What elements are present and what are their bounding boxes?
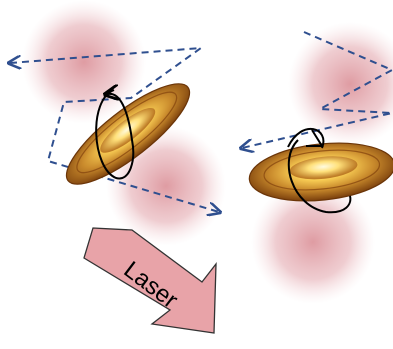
right-disc-center: [289, 156, 358, 180]
right-spinning-disc: [248, 142, 393, 202]
right-rotation-arrow: [287, 128, 352, 214]
left-rotation-arrow: [95, 90, 135, 180]
right-dashed-path: [242, 31, 393, 148]
left-spinning-disc: [65, 83, 191, 185]
left-disc-rim: [76, 91, 178, 174]
laser-arrow-shape: [83, 227, 217, 334]
blob-top-right: [288, 22, 393, 146]
left-disc-center: [100, 108, 156, 153]
right-disc-rim: [263, 149, 381, 191]
laser-arrow: Laser: [83, 227, 217, 334]
blob-bottom-right: [251, 180, 375, 304]
right-rotation-arrowhead: [306, 129, 324, 147]
